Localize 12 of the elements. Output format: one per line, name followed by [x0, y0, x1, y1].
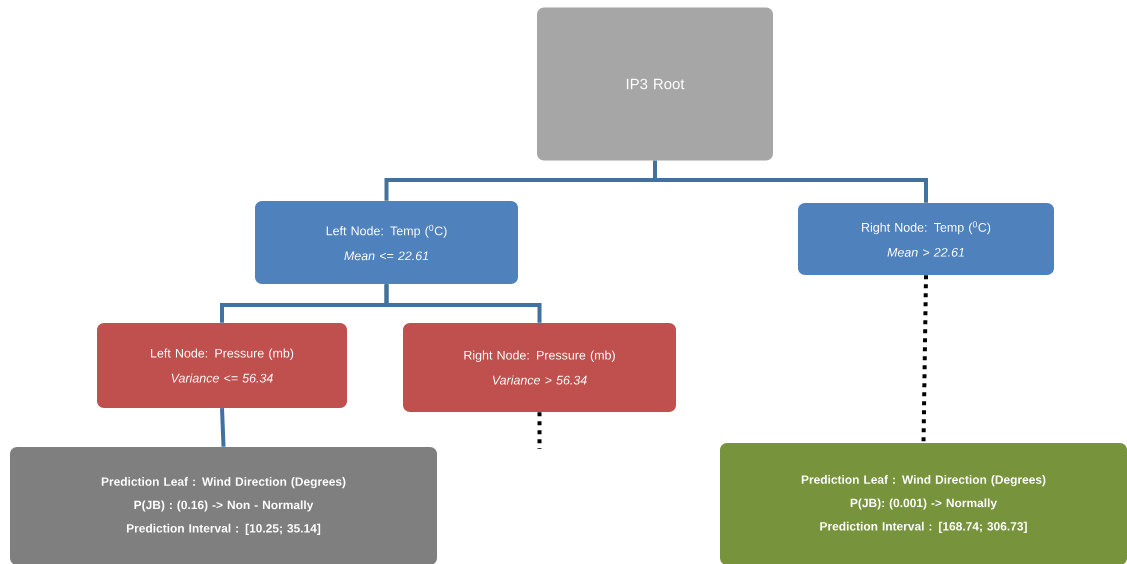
split-node-box: Left Node: Pressure (mb) Variance <= 56.34	[97, 323, 347, 408]
tree-connector	[220, 408, 226, 447]
root-box: IP3 Root	[537, 7, 773, 161]
dotted-connector	[537, 412, 542, 449]
tree-connector	[653, 160, 928, 203]
dotted-connector	[921, 275, 928, 443]
split-node-box: Right Node: Pressure (mb) Variance > 56.34	[403, 323, 676, 412]
split-node-box: Left Node: Temp ($^{0}$C) Mean <= 22.61	[255, 201, 518, 284]
leaf-box: Prediction Leaf : Wind Direction (Degrees) P(JB): (0.001) -> Normally Prediction Interval : [168.74; 306.73]	[720, 443, 1127, 564]
leaf-box: Prediction Leaf : Wind Direction (Degrees) P(JB) : (0.16) -> Non - Normally Prediction Interval : [10.25; 35.14]	[10, 447, 437, 564]
split-node-box: Right Node: Temp ($^{0}$C) Mean > 22.61	[798, 203, 1054, 275]
tree-connector	[384, 284, 542, 323]
